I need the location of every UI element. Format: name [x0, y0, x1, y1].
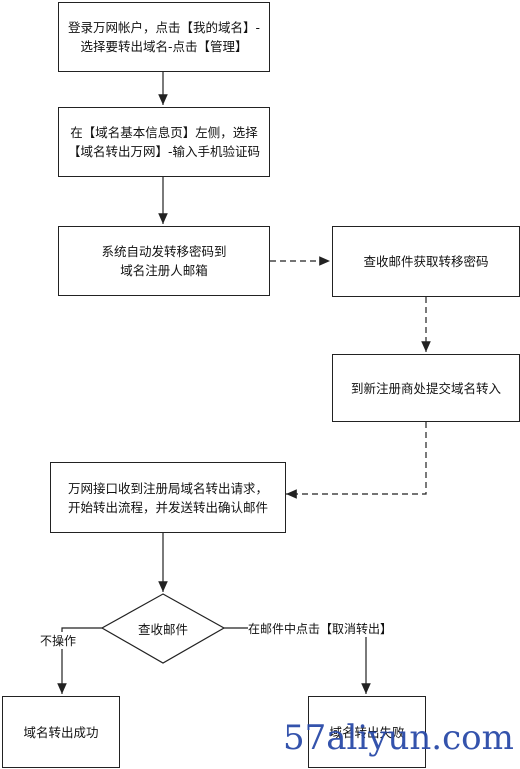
step3-line2: 域名注册人邮箱 — [120, 263, 208, 278]
step2-line1: 在【域名基本信息页】左侧，选择 — [70, 125, 258, 140]
edge-label-cancel: 在邮件中点击【取消转出】 — [248, 620, 393, 637]
step6-line1: 万网接口收到注册局域名转出请求， — [67, 480, 268, 496]
arrow-decision-success — [57, 627, 102, 694]
step3-box: 系统自动发转移密码到 域名注册人邮箱 — [58, 226, 270, 296]
step5-line1: 到新注册商处提交域名转入 — [350, 380, 501, 396]
success-label: 域名转出成功 — [23, 724, 99, 740]
step5-box: 到新注册商处提交域名转入 — [332, 354, 520, 422]
step4-box: 查收邮件获取转移密码 — [332, 226, 520, 297]
arrow-step5-step6 — [286, 422, 427, 499]
decision-label: 查收邮件 — [137, 622, 188, 637]
success-box: 域名转出成功 — [2, 696, 120, 768]
step2-line2: 【域名转出万网】-输入手机验证码 — [67, 144, 260, 159]
decision-diamond — [100, 593, 226, 664]
step6-box: 万网接口收到注册局域名转出请求， 开始转出流程，并发送转出确认邮件 — [50, 462, 286, 533]
step2-box: 在【域名基本信息页】左侧，选择 【域名转出万网】-输入手机验证码 — [58, 107, 270, 177]
step1-line2: 选择要转出域名-点击【管理】 — [80, 39, 248, 54]
failure-label: 域名转出失败 — [329, 724, 405, 740]
step6-line2: 开始转出流程，并发送转出确认邮件 — [67, 499, 268, 515]
step1-box: 登录万网帐户，点击【我的域名】- 选择要转出域名-点击【管理】 — [58, 2, 270, 72]
step4-line1: 查收邮件获取转移密码 — [363, 254, 489, 269]
failure-box: 域名转出失败 — [308, 696, 426, 768]
edge-label-no-action: 不操作 — [40, 632, 77, 649]
arrow-decision-failure — [224, 627, 371, 694]
watermark-text: 57aliyun.com — [283, 718, 514, 758]
step3-line1: 系统自动发转移密码到 — [101, 244, 227, 259]
step1-line1: 登录万网帐户，点击【我的域名】- — [67, 20, 260, 35]
